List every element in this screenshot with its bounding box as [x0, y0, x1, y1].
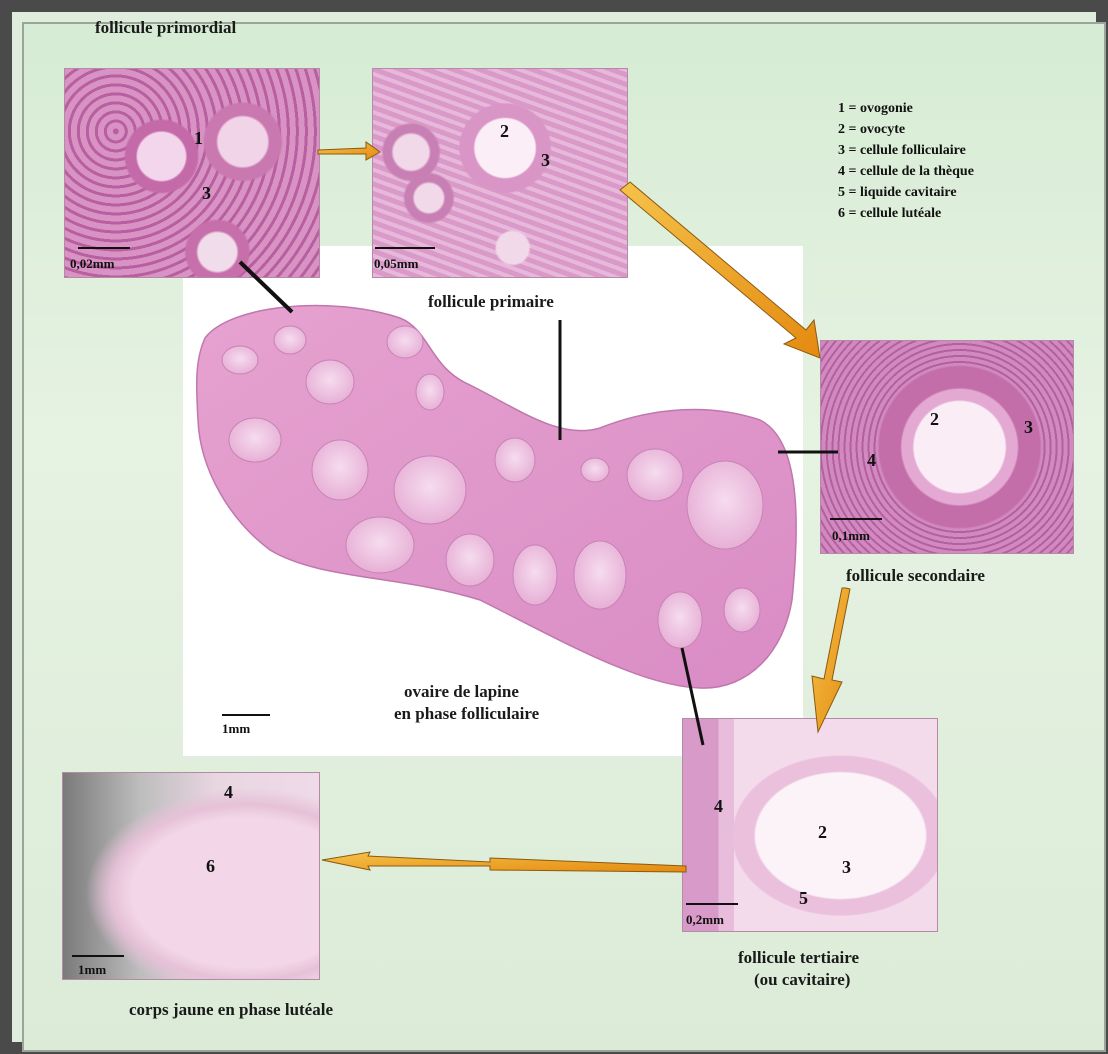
arrow-secondaire-to-tertiaire — [812, 588, 850, 732]
arrow-tertiaire-to-corps-jaune — [322, 852, 686, 872]
arrow-primordial-to-primaire — [318, 142, 380, 160]
connector-line-tertiaire — [682, 648, 703, 745]
arrow-primaire-to-secondaire — [620, 182, 820, 358]
connector-line-primordial — [240, 262, 292, 312]
